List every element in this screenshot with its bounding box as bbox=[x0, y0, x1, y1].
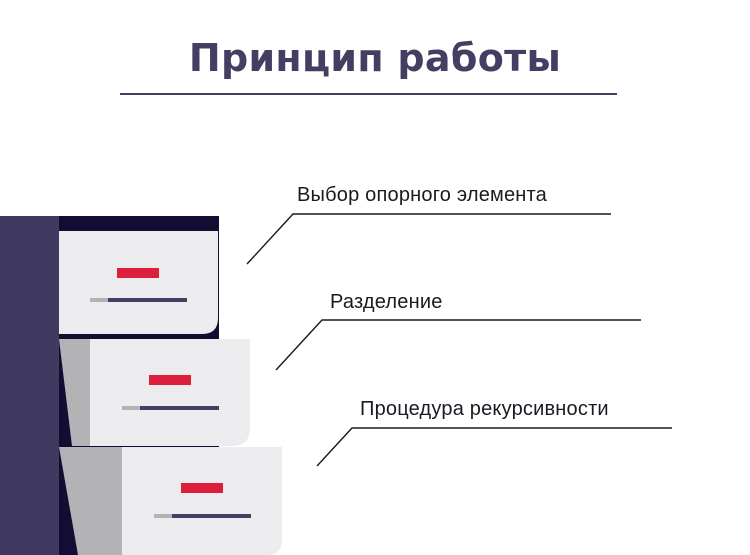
drawer-2-handle-accent bbox=[122, 406, 140, 410]
drawer-2-handle bbox=[140, 406, 219, 410]
callout-line-2 bbox=[275, 319, 641, 371]
drawer-2 bbox=[59, 339, 250, 446]
cabinet-side-panel bbox=[0, 216, 62, 555]
drawer-1-handle bbox=[108, 298, 187, 302]
drawer-2-side bbox=[59, 339, 90, 446]
drawer-1-face bbox=[59, 231, 218, 334]
callout-line-3 bbox=[316, 427, 672, 467]
step-label-partition: Разделение bbox=[330, 291, 443, 313]
drawer-3-side bbox=[59, 447, 122, 555]
step-label-pivot-selection: Выбор опорного элемента bbox=[297, 184, 548, 206]
drawer-1-label-tag bbox=[117, 268, 159, 278]
drawer-2-face bbox=[90, 339, 250, 446]
callout-line-1 bbox=[246, 213, 611, 265]
drawer-2-label-tag bbox=[149, 375, 191, 385]
drawer-3-handle-accent bbox=[154, 514, 172, 518]
drawer-1 bbox=[59, 231, 218, 334]
drawer-3-face bbox=[122, 447, 282, 555]
drawer-3 bbox=[59, 447, 282, 555]
slide-title: Принцип работы bbox=[188, 36, 562, 80]
step-label-recursion: Процедура рекурсивности bbox=[360, 398, 609, 420]
drawer-1-handle-accent bbox=[90, 298, 108, 302]
drawer-3-handle bbox=[172, 514, 251, 518]
title-underline bbox=[120, 93, 617, 95]
drawer-3-label-tag bbox=[181, 483, 223, 493]
